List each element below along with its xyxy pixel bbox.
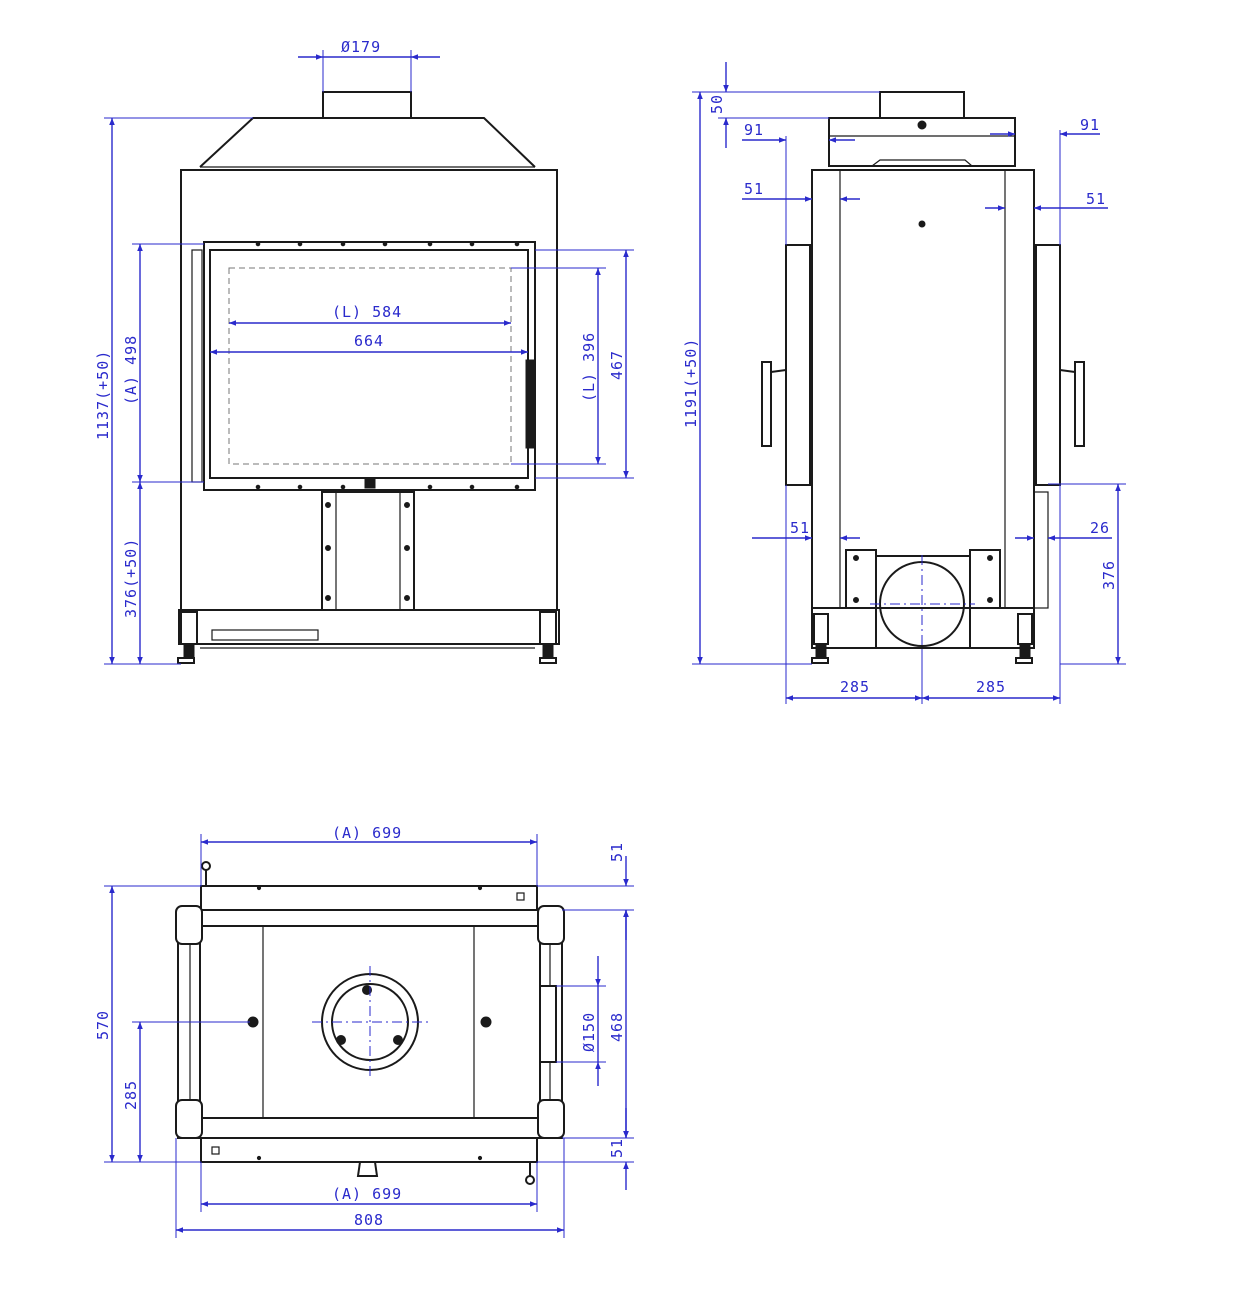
plan-inner-depth-label: 468 bbox=[608, 1012, 626, 1042]
side-half-width-right-label: 285 bbox=[976, 678, 1006, 696]
door-height-label: 467 bbox=[608, 350, 626, 380]
door-screws bbox=[255, 241, 520, 490]
side-base-height-label: 376 bbox=[1100, 560, 1118, 590]
side-view bbox=[761, 91, 1085, 664]
glass-height-label: (L) 396 bbox=[580, 332, 598, 402]
plan-connection-diameter-label: Ø150 bbox=[580, 1012, 598, 1052]
front-view bbox=[177, 91, 560, 664]
flue-diameter-label: Ø179 bbox=[341, 38, 381, 56]
side-left-mid-offset-label: 51 bbox=[744, 180, 764, 198]
plan-top-offset-label: 51 bbox=[608, 842, 626, 862]
front-view-dimensions: Ø179 1137(+50) (A) 498 376(+50) (L) 584 … bbox=[94, 38, 634, 665]
plan-view-dimensions: (A) 699 51 468 51 Ø150 570 285 bbox=[94, 824, 634, 1238]
glass-width-label: (L) 584 bbox=[332, 303, 402, 321]
side-top-offset-label: 50 bbox=[708, 94, 726, 114]
side-view-dimensions: 50 1191(+50) 91 91 51 51 51 26 bbox=[682, 62, 1126, 704]
plan-bottom-width-label: (A) 699 bbox=[332, 1185, 402, 1203]
opening-height-label: (A) 498 bbox=[122, 335, 140, 405]
plan-overall-width-label: 808 bbox=[354, 1211, 384, 1229]
side-right-low-offset-label: 26 bbox=[1090, 519, 1110, 537]
side-left-low-offset-label: 51 bbox=[790, 519, 810, 537]
side-total-height-label: 1191(+50) bbox=[682, 338, 700, 428]
plan-view bbox=[175, 861, 565, 1185]
total-height-label: 1137(+50) bbox=[94, 350, 112, 440]
door-width-label: 664 bbox=[354, 332, 384, 350]
base-height-label: 376(+50) bbox=[122, 538, 140, 618]
side-half-width-left-label: 285 bbox=[840, 678, 870, 696]
plan-half-depth-label: 285 bbox=[122, 1080, 140, 1110]
side-left-top-offset-label: 91 bbox=[744, 121, 764, 139]
side-right-top-offset-label: 91 bbox=[1080, 116, 1100, 134]
plan-top-width-label: (A) 699 bbox=[332, 824, 402, 842]
plan-bottom-offset-label: 51 bbox=[608, 1138, 626, 1158]
plan-depth-label: 570 bbox=[94, 1010, 112, 1040]
side-right-mid-offset-label: 51 bbox=[1086, 190, 1106, 208]
